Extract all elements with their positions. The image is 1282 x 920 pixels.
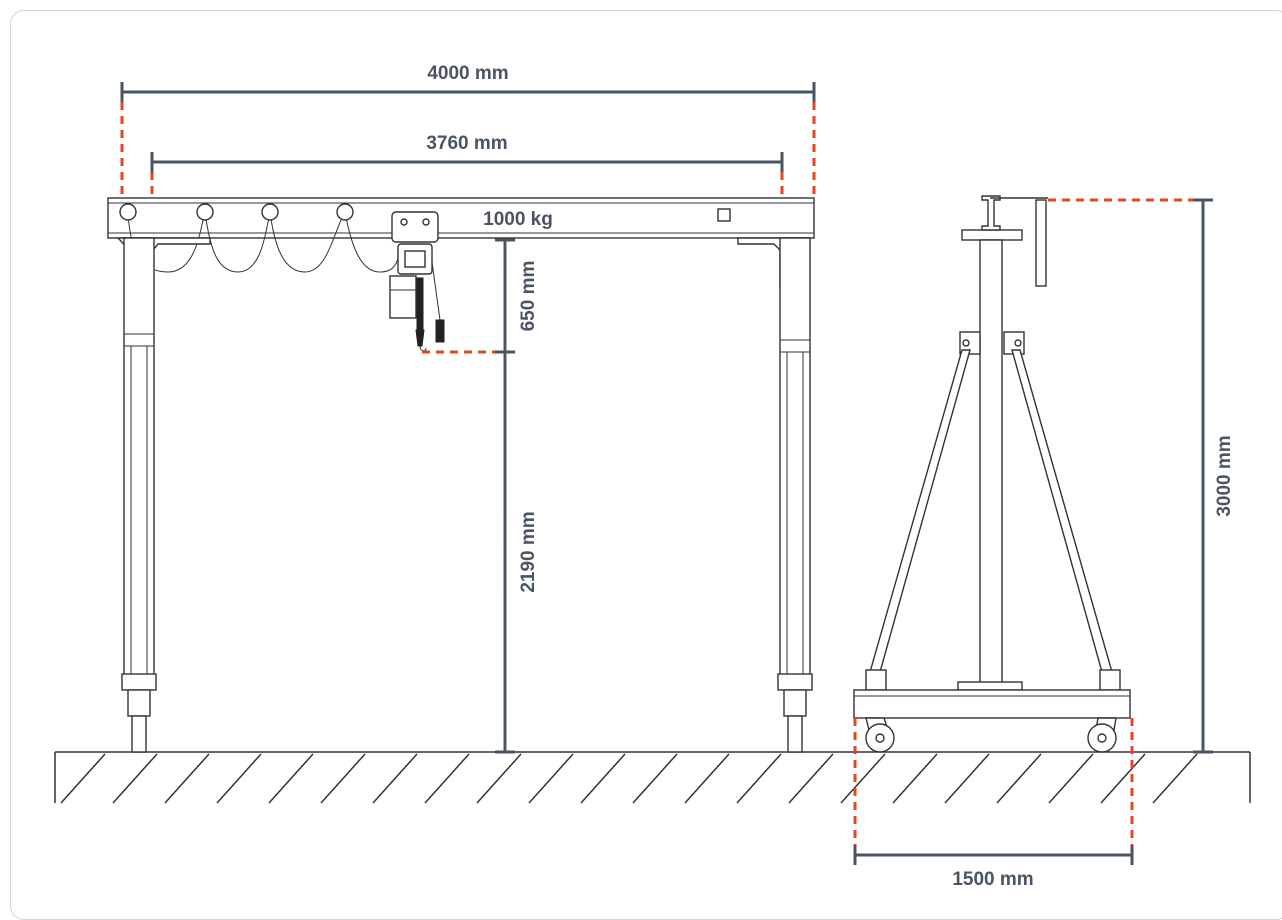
hatch-line <box>580 753 626 804</box>
hatch-line <box>996 753 1042 804</box>
dimension-base-width: 1500 mm <box>853 718 1134 890</box>
ground-hatching <box>60 753 1198 804</box>
beam-span-label: 3760 mm <box>426 133 507 154</box>
capacity-label: 1000 kg <box>483 209 553 230</box>
hatch-line <box>1100 753 1146 804</box>
end-plate <box>1035 199 1047 287</box>
brace-foot-left <box>865 669 887 691</box>
hoist-panel <box>404 250 426 268</box>
caster-housing <box>783 689 807 717</box>
cable-trolley <box>336 203 354 221</box>
pendant-control <box>435 319 445 343</box>
hatch-line <box>1048 753 1094 804</box>
caster-housing <box>127 689 151 717</box>
hatch-line <box>268 753 314 804</box>
main-beam <box>107 197 815 239</box>
overall-width-label: 4000 mm <box>427 63 508 84</box>
hatch-line <box>320 753 366 804</box>
caster-hub <box>875 733 885 743</box>
leg-foot-clamp <box>121 673 157 691</box>
center-post <box>979 239 1003 687</box>
caster-wheel <box>787 715 803 753</box>
cable-trolley <box>119 203 137 221</box>
electric-hoist <box>389 211 445 352</box>
dimension-beam-span: 3760 mm <box>150 133 784 200</box>
brace-bracket-left <box>959 331 981 355</box>
hatch-line <box>164 753 210 804</box>
hook-height-label: 2190 mm <box>518 511 539 592</box>
hatch-line <box>840 753 886 804</box>
trolley-wheel <box>422 218 430 226</box>
hatch-line <box>736 753 782 804</box>
total-height-label: 3000 mm <box>1214 435 1235 516</box>
top-plate <box>961 229 1023 241</box>
brace-foot-right <box>1099 669 1121 691</box>
hoist-motor <box>389 275 417 319</box>
hatch-line <box>892 753 938 804</box>
hatch-line <box>216 753 262 804</box>
hatch-line <box>476 753 522 804</box>
hatch-line <box>944 753 990 804</box>
caster-hub <box>1097 733 1107 743</box>
base-width-label: 1500 mm <box>952 869 1033 890</box>
hatch-line <box>424 753 470 804</box>
brace-left <box>869 349 971 673</box>
dimension-overall-width: 4000 mm <box>120 63 816 200</box>
hatch-line <box>1152 753 1198 804</box>
hatch-line <box>372 753 418 804</box>
hatch-line <box>528 753 574 804</box>
festoon-cable-loop <box>269 211 346 273</box>
load-chain <box>416 277 424 331</box>
right-upright <box>779 237 811 685</box>
end-stop <box>717 208 731 222</box>
hook <box>419 345 427 352</box>
right-leg <box>737 237 813 753</box>
bracket-pin <box>962 339 970 347</box>
dimension-total-height: 3000 mm <box>1048 198 1235 754</box>
side-view <box>853 195 1131 753</box>
hatch-line <box>60 753 106 804</box>
hatch-line <box>684 753 730 804</box>
leg-foot-clamp <box>777 673 813 691</box>
hatch-line <box>788 753 834 804</box>
hoist-headroom-label: 650 mm <box>518 261 539 332</box>
caster-wheel <box>131 715 147 753</box>
base-frame <box>853 689 1131 719</box>
bracket-pin <box>1014 339 1022 347</box>
hatch-line <box>112 753 158 804</box>
hook-block <box>415 329 425 347</box>
caster-left <box>865 717 895 753</box>
beam-section <box>981 195 1001 231</box>
ground <box>54 751 1251 804</box>
cable-trolley <box>196 203 214 221</box>
trolley-wheel <box>400 218 408 226</box>
hatch-line <box>632 753 678 804</box>
caster-right <box>1087 717 1117 753</box>
cable-trolley <box>261 203 279 221</box>
left-upright <box>123 237 155 685</box>
left-leg <box>116 237 211 753</box>
hoist-trolley <box>391 211 439 243</box>
post-base-plate <box>957 681 1023 691</box>
brace-right <box>1011 349 1113 673</box>
dimension-heights: 650 mm 2190 mm <box>422 238 539 754</box>
front-view <box>107 197 815 753</box>
pendant-cable <box>431 261 441 321</box>
